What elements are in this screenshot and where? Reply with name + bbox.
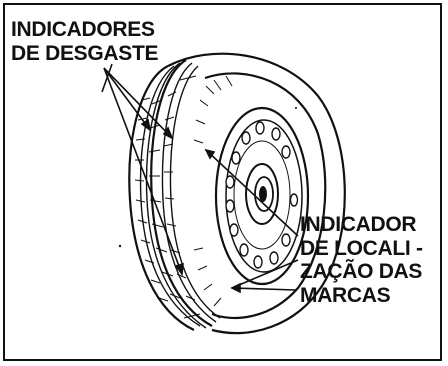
tread-grooves [139, 62, 221, 329]
wheel-rim [214, 106, 310, 286]
location-indicator-line-2: DE LOCALI - [300, 236, 423, 260]
diagram-frame [3, 3, 442, 361]
sidewall-texture [193, 75, 233, 307]
location-indicator-line-4: MARCAS [300, 283, 391, 307]
wheel-holes [225, 121, 299, 269]
location-indicator-label: INDICADOR DE LOCALI - ZAÇÃO DAS MARCAS [300, 213, 423, 307]
location-indicator-line-3: ZAÇÃO DAS [300, 260, 423, 283]
wear-indicators-line-2: DE DESGASTE [11, 42, 159, 65]
location-indicator-arrows [204, 148, 299, 294]
wear-indicator-arrows [101, 63, 184, 277]
scan-specks [118, 107, 297, 248]
wear-indicators-line-1: INDICADORES [11, 18, 155, 41]
location-indicator-line-1: INDICADOR [300, 213, 417, 236]
wear-indicators-label: INDICADORES DE DESGASTE [11, 18, 159, 66]
